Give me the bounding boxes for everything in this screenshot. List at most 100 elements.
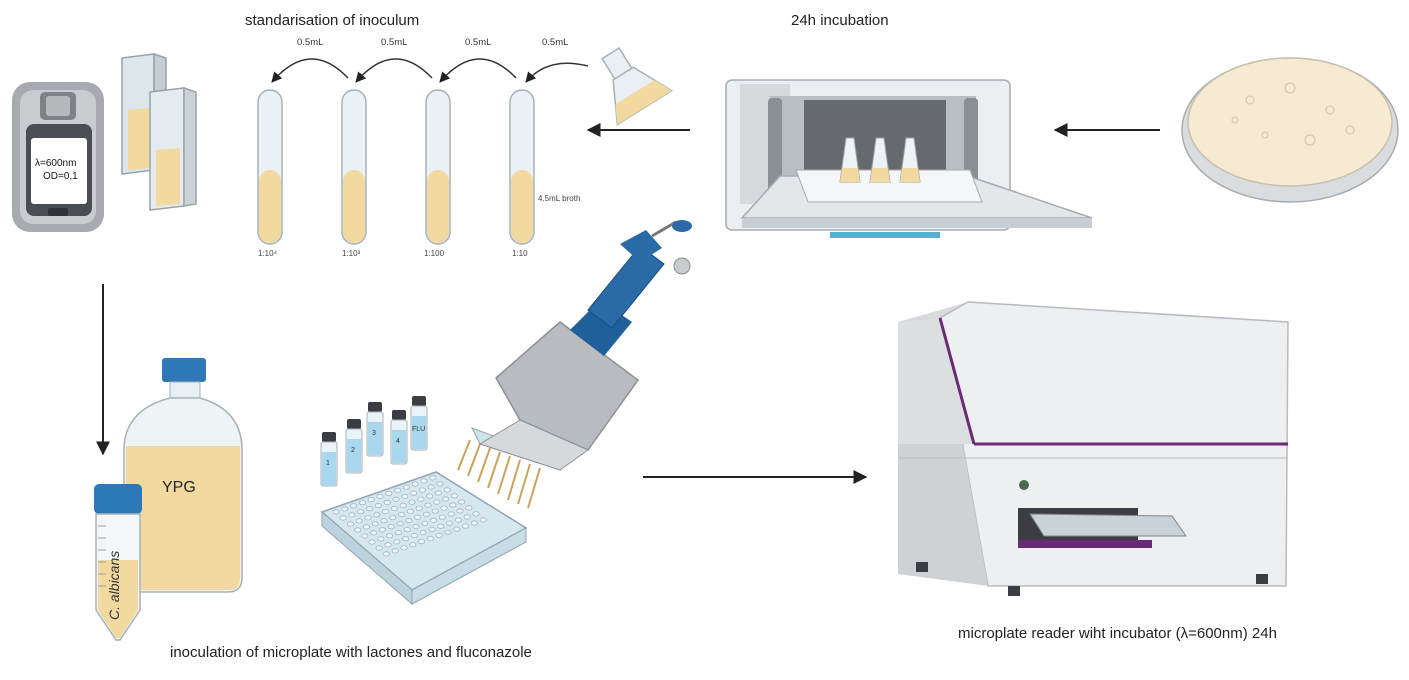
microplate-well: [385, 490, 393, 496]
microplate-well: [444, 529, 452, 535]
title-incubation: 24h incubation: [791, 12, 889, 29]
microplate-well: [358, 500, 366, 506]
microplate-well: [463, 514, 471, 520]
microplate-well: [385, 533, 394, 539]
microplate-well: [440, 505, 448, 511]
dilution-label-3: 1:100: [424, 249, 445, 258]
microplate-well: [420, 478, 428, 484]
microplate-well: [449, 502, 457, 508]
microplate-well: [339, 515, 347, 521]
microplate-well: [361, 533, 369, 539]
microplate-well: [383, 499, 391, 506]
microplate-well: [390, 505, 398, 512]
spectro-wavelength: λ=600nm: [35, 158, 77, 169]
microplate-well: [422, 511, 430, 517]
vial-3: [366, 402, 384, 457]
microplate-well: [401, 536, 410, 542]
microplate-well: [357, 509, 365, 515]
microplate-well: [349, 503, 358, 509]
microplate-well: [392, 496, 400, 502]
microplate-well: [400, 545, 408, 551]
microplate-well: [380, 518, 388, 524]
title-reader: microplate reader wiht incubator (λ=600n…: [958, 625, 1277, 642]
microplate-well: [441, 496, 450, 502]
microplate-well: [364, 515, 372, 521]
microplate-well: [479, 517, 487, 523]
microplate-well: [433, 499, 441, 505]
microplate-well: [457, 499, 466, 505]
microplate-well: [472, 511, 480, 517]
microplate-well: [461, 523, 470, 529]
microplate-well: [434, 490, 442, 496]
microplate-well: [418, 487, 426, 493]
bottle-label: YPG: [162, 479, 196, 496]
microplate-well: [424, 502, 432, 508]
microplate-well: [401, 493, 409, 499]
vial-label-flu: FLU: [412, 426, 426, 433]
spectrophotometer-icon: [12, 82, 104, 232]
ypg-bottle-icon: [123, 358, 243, 593]
microplate-well: [425, 493, 434, 499]
microplate-well: [412, 523, 420, 530]
microplate-well: [450, 493, 458, 499]
transfer-label-1: 0.5mL: [297, 37, 324, 48]
cuvettes-icon: [121, 52, 197, 211]
dilution-tubes: [257, 89, 535, 245]
microplate-well: [409, 490, 418, 496]
microplate-well: [406, 508, 414, 514]
microplate-well: [411, 481, 419, 487]
microplate-well: [403, 526, 411, 533]
vial-label-1: 1: [326, 460, 330, 467]
microplate-well: [389, 514, 397, 521]
title-standardisation: standarisation of inoculum: [245, 12, 420, 29]
microplate-well: [437, 523, 445, 529]
microplate-well: [332, 509, 340, 515]
microplate-well: [428, 526, 436, 533]
dilution-label-4: 1:10: [512, 249, 528, 258]
vial-1: [320, 432, 338, 487]
vial-2: [345, 419, 363, 474]
vial-label-2: 2: [351, 447, 355, 454]
tube-3: [425, 89, 451, 245]
incubator-icon: [725, 79, 1093, 238]
microplate-well: [438, 514, 446, 520]
vials: [320, 396, 428, 487]
microplate-well: [367, 496, 375, 503]
microplate-well: [443, 487, 451, 493]
microplate-well: [431, 508, 439, 514]
microplate-well: [456, 508, 464, 514]
microplate-well: [368, 539, 376, 545]
microplate-well: [405, 517, 413, 524]
microplate-well: [436, 481, 444, 487]
title-inoculation: inoculation of microplate with lactones …: [170, 644, 532, 661]
spectro-od: OD=0,1: [43, 171, 78, 182]
vial-flu: [410, 396, 428, 451]
transfer-label-4: 0.5mL: [542, 37, 569, 48]
microplate-well: [387, 524, 395, 530]
microplate-well: [429, 475, 437, 481]
microplate-well: [397, 511, 406, 518]
microplate-well: [408, 499, 416, 505]
petri-dish-icon: [1181, 57, 1399, 203]
dilution-label-2: 1:10³: [342, 249, 361, 258]
microplate-well: [465, 505, 473, 511]
microplate-well: [453, 526, 461, 532]
microplate-well: [362, 524, 370, 530]
microplate-well: [429, 517, 438, 523]
microplate-well: [393, 539, 401, 545]
microplate-well: [413, 514, 422, 521]
microplate-well: [427, 484, 435, 490]
tube-2: [341, 89, 367, 245]
microplate-well: [365, 506, 374, 512]
tube-1: [257, 89, 283, 245]
microplate-well: [391, 548, 399, 554]
vial-label-3: 3: [372, 430, 376, 437]
transfer-arrows: [271, 58, 589, 83]
microplate-well: [377, 536, 385, 542]
microplate-well: [374, 502, 382, 509]
flask-icon: [601, 46, 674, 126]
microplate-well: [369, 530, 378, 536]
transfer-label-2: 0.5mL: [381, 37, 408, 48]
